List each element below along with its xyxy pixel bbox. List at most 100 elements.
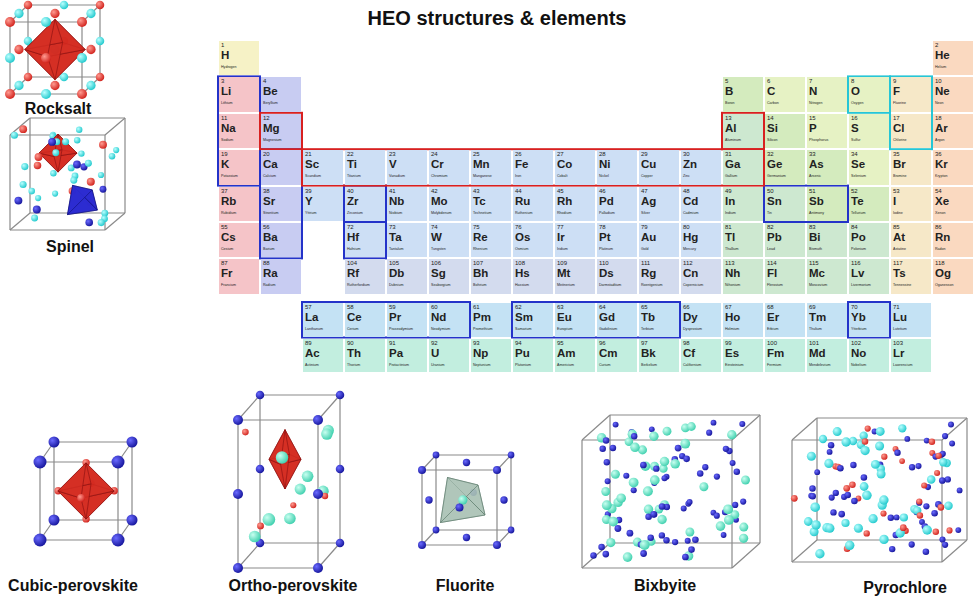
atom — [590, 552, 597, 559]
atom — [833, 490, 839, 496]
element-symbol: W — [431, 231, 442, 244]
atom — [313, 415, 323, 425]
element-cell: 71LuLutetium — [891, 303, 931, 337]
atomic-number: 77 — [557, 224, 564, 231]
atom — [939, 536, 945, 542]
element-name: Copper — [641, 174, 653, 178]
atom — [888, 515, 895, 522]
element-symbol: Lu — [893, 311, 907, 324]
element-cell: 24CrChromium — [429, 150, 469, 184]
atom — [942, 433, 948, 439]
atomic-number: 12 — [263, 115, 270, 122]
element-symbol: Pr — [389, 311, 401, 324]
atom — [77, 17, 87, 27]
element-symbol: Bk — [641, 347, 656, 360]
element-cell: 28NiNickel — [597, 150, 637, 184]
unit-cell-edge — [582, 567, 732, 568]
atom — [629, 478, 639, 488]
atomic-number: 65 — [641, 304, 648, 311]
element-symbol: F — [893, 85, 900, 98]
atomic-number: 99 — [725, 340, 732, 347]
element-symbol: Mc — [809, 267, 825, 280]
atom — [860, 446, 869, 455]
element-cell: 83BiBismuth — [807, 223, 847, 257]
atom — [687, 422, 696, 431]
atom — [242, 429, 249, 436]
element-name: Technetium — [473, 211, 491, 215]
atom — [48, 436, 59, 447]
element-symbol: Ds — [599, 267, 614, 280]
element-name: Gold — [641, 247, 649, 251]
atom — [807, 452, 816, 461]
element-cell: 22TiTitanium — [345, 150, 385, 184]
element-cell: 72HfHafnium — [345, 223, 385, 257]
element-cell: 57LaLanthanum — [303, 303, 343, 337]
atomic-number: 83 — [809, 224, 816, 231]
element-cell: 76OsOsmium — [513, 223, 553, 257]
element-name: Antimony — [809, 211, 824, 215]
unit-cell-edge — [435, 455, 436, 530]
atom — [697, 470, 704, 477]
element-symbol: Be — [263, 85, 278, 98]
element-name: Seaborgium — [431, 283, 450, 287]
element-symbol: Pm — [473, 311, 491, 324]
atomic-number: 100 — [767, 340, 777, 347]
element-name: Nickel — [599, 174, 609, 178]
unit-cell-edge — [942, 540, 967, 562]
atom — [631, 487, 637, 493]
element-cell: 61PmPromethium — [471, 303, 511, 337]
element-cell: 66DyDysprosium — [681, 303, 721, 337]
element-name: Hydrogen — [221, 65, 237, 69]
atom — [862, 491, 872, 501]
element-name: Lanthanum — [305, 327, 323, 331]
element-name: Molybdenum — [431, 211, 452, 215]
atom — [48, 514, 59, 525]
group-outline — [512, 302, 680, 338]
atomic-number: 5 — [725, 78, 728, 85]
atom — [845, 541, 854, 550]
element-cell: 1HHydrogen — [219, 41, 259, 75]
atomic-number: 75 — [473, 224, 480, 231]
element-cell: 88RaRadium — [261, 259, 301, 293]
element-symbol: P — [809, 122, 817, 135]
element-name: Praseodymium — [389, 327, 413, 331]
unit-cell-edge — [10, 229, 105, 230]
element-cell: 96CmCurium — [597, 339, 637, 373]
atom — [126, 436, 137, 447]
element-name: Barium — [263, 247, 274, 251]
element-name: Titanium — [347, 174, 361, 178]
atomic-number: 84 — [851, 224, 858, 231]
atom — [34, 162, 42, 170]
atomic-number: 6 — [767, 78, 770, 85]
atom — [611, 470, 620, 479]
element-cell: 63EuEuropium — [555, 303, 595, 337]
atom — [60, 1, 69, 10]
atom — [723, 504, 733, 514]
atomic-number: 60 — [431, 304, 438, 311]
atom — [456, 504, 464, 512]
element-symbol: Mt — [557, 267, 570, 280]
structure-label: Spinel — [46, 237, 94, 256]
atom — [827, 449, 833, 455]
element-name: Gallium — [725, 174, 737, 178]
element-cell: 42MoMolybdenum — [429, 187, 469, 221]
unit-cell-edge — [260, 394, 340, 395]
element-symbol: Nh — [725, 267, 740, 280]
element-symbol: Sg — [431, 267, 446, 280]
element-name: Ruthenium — [515, 211, 532, 215]
element-cell: 7NNitrogen — [807, 77, 847, 111]
atom — [630, 443, 640, 453]
element-name: Lead — [767, 247, 775, 251]
element-name: Carbon — [767, 101, 779, 105]
atom — [917, 512, 923, 518]
atom — [879, 495, 888, 504]
atomic-number: 89 — [305, 340, 312, 347]
atom — [957, 487, 963, 493]
atom — [74, 137, 80, 143]
atom — [98, 219, 105, 226]
atom — [85, 160, 92, 167]
atom — [682, 554, 689, 561]
element-name: Boron — [725, 101, 735, 105]
atom — [321, 428, 333, 440]
element-cell: 101MdMendelevium — [807, 339, 847, 373]
